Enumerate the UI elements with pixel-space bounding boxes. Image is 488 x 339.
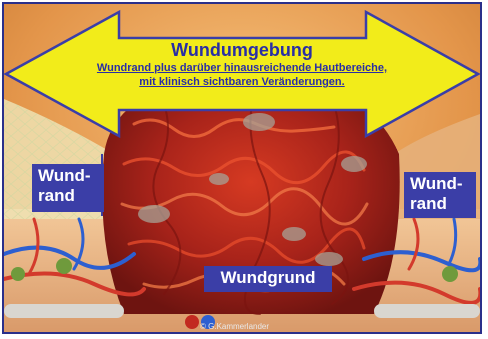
right-wound-margin-label: Wund- rand [404,172,476,218]
right-label-line2: rand [410,194,470,214]
diagram-subtitle-line1: Wundrand plus darüber hinausreichende Ha… [62,62,422,75]
diagram-subtitle-line2: mit klinisch sichtbaren Veränderungen. [62,76,422,89]
copyright-credit: © G.Kammerlander [200,322,320,331]
left-label-line2: rand [38,186,98,206]
right-label-line1: Wund- [410,174,470,194]
left-wound-margin-label: Wund- rand [32,164,104,212]
diagram-title: Wundumgebung [134,40,350,60]
wound-illustration-frame: Wundumgebung Wundrand plus darüber hinau… [2,2,482,334]
left-label-line1: Wund- [38,166,98,186]
wound-bed-label: Wundgrund [204,266,332,292]
